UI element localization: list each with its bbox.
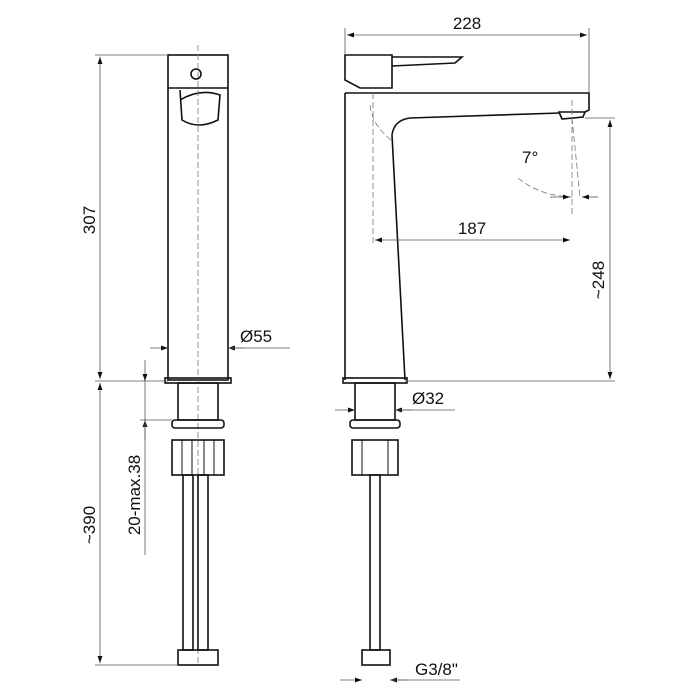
hose-1 (182, 474, 194, 651)
lever-base (344, 54, 393, 89)
dim-connection-thread: G3/8" (415, 660, 458, 679)
side-view (164, 45, 232, 666)
handle-indicator (190, 68, 202, 80)
dim-deck-thickness: 20-max.38 (125, 455, 144, 535)
body-right (391, 112, 561, 381)
dim-spout-reach: 187 (458, 219, 486, 238)
dim-spout-height: ~248 (589, 261, 608, 299)
dim-spout-angle: 7° (522, 148, 538, 167)
front-view (342, 54, 590, 666)
front-nut (351, 439, 399, 476)
dim-shank-diameter: Ø32 (412, 389, 444, 408)
side-lever (179, 89, 221, 126)
lever-handle (391, 56, 465, 67)
right-dimensions (335, 28, 615, 683)
dim-projection: 228 (453, 14, 481, 33)
spout-top (345, 92, 590, 113)
dim-hose-length: ~390 (80, 506, 99, 544)
dim-body-diameter: Ø55 (240, 327, 272, 346)
dim-overall-height: 307 (80, 206, 99, 234)
side-hose-nut (177, 649, 219, 666)
hose-2 (197, 474, 209, 651)
aerator (557, 111, 587, 120)
front-hose (369, 474, 381, 651)
left-dimensions (95, 54, 290, 666)
front-shank (354, 382, 396, 421)
front-hose-nut (361, 649, 391, 666)
